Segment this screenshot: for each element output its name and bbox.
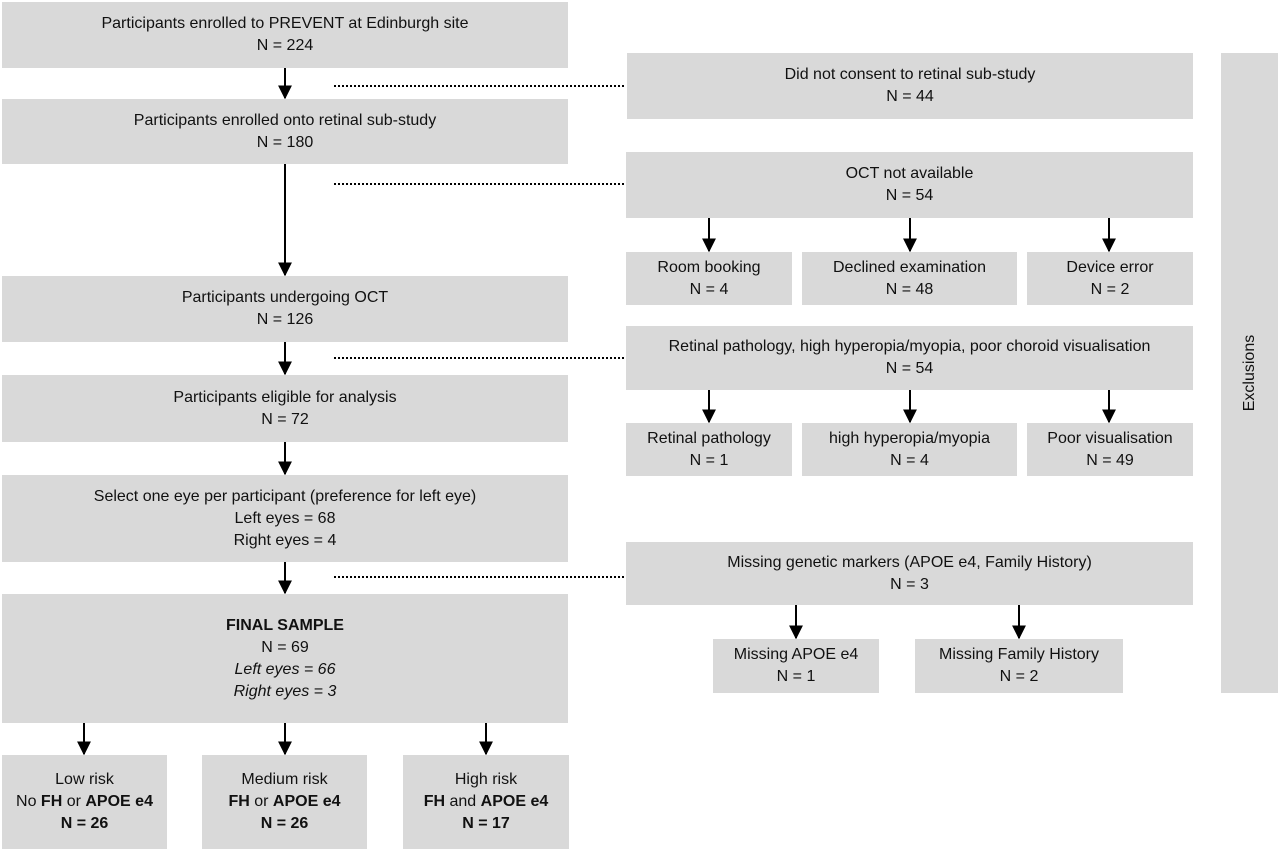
poor-visualisation-title: Poor visualisation [1047, 429, 1173, 447]
eligible-count: N = 72 [261, 410, 309, 428]
retinal-pathology-box: Retinal pathology N = 1 [626, 423, 792, 476]
final-sample-title: FINAL SAMPLE [226, 616, 344, 634]
no-consent-count: N = 44 [886, 88, 934, 105]
missing-genetic-box: Missing genetic markers (APOE e4, Family… [626, 542, 1193, 605]
device-error-count: N = 2 [1090, 280, 1130, 298]
missing-apoe-count: N = 1 [776, 668, 816, 685]
substudy-box: Participants enrolled onto retinal sub-s… [2, 99, 568, 164]
retinal-pathology-count: N = 1 [689, 451, 729, 469]
final-sample-left: Left eyes = 66 [234, 660, 336, 678]
medium-risk-name: Medium risk [241, 771, 328, 788]
missing-family-history-title: Missing Family History [938, 646, 1099, 663]
no-consent-title: Did not consent to retinal sub-study [784, 66, 1036, 83]
pathology-count: N = 54 [885, 360, 934, 377]
hyperopia-myopia-count: N = 4 [890, 451, 929, 469]
high-risk-name: High risk [454, 771, 518, 788]
oct-not-available-title: OCT not available [845, 165, 974, 182]
low-risk-count: N = 26 [60, 815, 109, 832]
final-sample-count: N = 69 [261, 638, 309, 656]
hyperopia-myopia-box: high hyperopia/myopia N = 4 [802, 423, 1017, 476]
eligible-title: Participants eligible for analysis [173, 388, 397, 406]
declined-examination-title: Declined examination [833, 258, 986, 276]
enrolled-count: N = 224 [256, 37, 314, 54]
room-booking-box: Room booking N = 4 [626, 252, 792, 305]
hyperopia-myopia-title: high hyperopia/myopia [829, 429, 990, 447]
declined-examination-count: N = 48 [885, 280, 934, 298]
missing-family-history-count: N = 2 [999, 668, 1039, 685]
low-risk-box: Low risk No FH or APOE e4 N = 26 [2, 755, 167, 849]
undergoing-oct-title: Participants undergoing OCT [181, 289, 389, 306]
pathology-title: Retinal pathology, high hyperopia/myopia… [668, 338, 1151, 355]
select-eye-box: Select one eye per participant (preferen… [2, 475, 568, 562]
retinal-pathology-title: Retinal pathology [647, 429, 771, 447]
missing-genetic-count: N = 3 [890, 575, 929, 593]
poor-visualisation-box: Poor visualisation N = 49 [1027, 423, 1193, 476]
room-booking-count: N = 4 [689, 280, 729, 298]
select-eye-right: Right eyes = 4 [233, 531, 337, 549]
oct-not-available-box: OCT not available N = 54 [626, 152, 1193, 218]
high-risk-criteria: FH and APOE e4 [423, 793, 549, 810]
oct-not-available-count: N = 54 [885, 187, 934, 204]
no-consent-box: Did not consent to retinal sub-study N =… [627, 53, 1193, 119]
missing-apoe-box: Missing APOE e4 N = 1 [713, 639, 879, 693]
substudy-title: Participants enrolled onto retinal sub-s… [133, 111, 437, 129]
final-sample-right: Right eyes = 3 [233, 682, 337, 700]
medium-risk-count: N = 26 [260, 815, 309, 832]
undergoing-oct-count: N = 126 [256, 311, 314, 328]
exclusions-sidebar: Exclusions [1221, 53, 1278, 693]
missing-genetic-title: Missing genetic markers (APOE e4, Family… [727, 553, 1092, 571]
exclusions-label: Exclusions [1240, 334, 1258, 412]
high-risk-box: High risk FH and APOE e4 N = 17 [403, 755, 569, 849]
low-risk-name: Low risk [55, 771, 114, 788]
device-error-box: Device error N = 2 [1027, 252, 1193, 305]
missing-apoe-title: Missing APOE e4 [733, 646, 859, 663]
device-error-title: Device error [1066, 258, 1154, 276]
missing-family-history-box: Missing Family History N = 2 [915, 639, 1123, 693]
select-eye-title: Select one eye per participant (preferen… [93, 487, 477, 505]
poor-visualisation-count: N = 49 [1086, 451, 1134, 469]
room-booking-title: Room booking [657, 258, 761, 276]
enrolled-title: Participants enrolled to PREVENT at Edin… [101, 15, 469, 32]
eligible-box: Participants eligible for analysis N = 7… [2, 375, 568, 442]
substudy-count: N = 180 [256, 133, 314, 151]
enrolled-box: Participants enrolled to PREVENT at Edin… [2, 2, 568, 68]
undergoing-oct-box: Participants undergoing OCT N = 126 [2, 276, 568, 342]
medium-risk-criteria: FH or APOE e4 [228, 793, 341, 810]
low-risk-criteria: No FH or APOE e4 [16, 793, 153, 810]
pathology-box: Retinal pathology, high hyperopia/myopia… [626, 326, 1193, 390]
high-risk-count: N = 17 [462, 815, 510, 832]
final-sample-box: FINAL SAMPLE N = 69 Left eyes = 66 Right… [2, 594, 568, 723]
declined-examination-box: Declined examination N = 48 [802, 252, 1017, 305]
medium-risk-box: Medium risk FH or APOE e4 N = 26 [202, 755, 367, 849]
select-eye-left: Left eyes = 68 [234, 509, 336, 527]
